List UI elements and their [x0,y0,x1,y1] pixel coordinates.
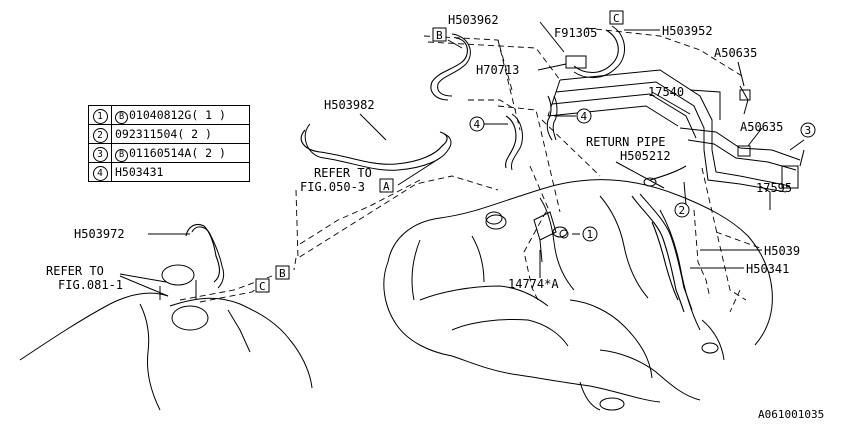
legend-quantity: ( 2 ) [177,127,212,141]
legend-part-number: 01040812G [129,107,192,122]
callout-box-b-left: B [275,265,290,280]
svg-text:B: B [279,267,286,280]
label-refer-081-line1: REFER TO [46,264,104,278]
legend-number: 1 [92,108,108,124]
callout-box-c-top: C [609,10,624,25]
legend-quantity: ( 2 ) [191,145,226,160]
hoses-drawing [185,25,693,313]
legend-number: 2 [92,127,108,143]
label-a50635-top: A50635 [714,46,757,60]
leader-lines [119,21,805,297]
callout-circle-1: 1 [582,226,598,242]
svg-text:2: 2 [679,204,686,217]
circle-callouts: 4 4 3 2 1 [469,108,816,242]
label-refer-050-line1: REFER TO [314,166,372,180]
callout-box-b-top: B [432,27,447,42]
bolt-icon: B [115,148,128,162]
bolt-icon: B [115,110,128,124]
callout-circle-2: 2 [674,202,690,218]
svg-text:4: 4 [581,110,588,123]
legend-row: 2 092311504( 2 ) [88,124,250,144]
label-14774a: 14774*A [508,277,559,291]
box-callouts: B C A B C [255,10,624,293]
svg-text:B: B [436,29,443,42]
label-17540: 17540 [648,85,684,99]
label-h505212: H505212 [620,149,671,163]
part-labels: H503962 F91305 H503952 H70713 A50635 175… [46,13,824,421]
svg-text:3: 3 [805,124,812,137]
svg-text:1: 1 [587,228,594,241]
callout-circle-4-left: 4 [469,116,485,132]
left-engine-drawing [19,264,313,411]
label-return-pipe: RETURN PIPE [586,135,665,149]
legend-quantity: ( 1 ) [191,107,226,122]
label-17595: 17595 [756,181,792,195]
callout-box-a: A [379,178,394,193]
svg-text:C: C [613,12,620,25]
label-h503982: H503982 [324,98,375,112]
legend-part-number: 01160514A [129,145,192,160]
diagram-code: A061001035 [758,408,824,421]
label-h50341: H50341 [746,262,789,276]
label-a50635-mid: A50635 [740,120,783,134]
callout-circle-3: 3 [800,122,816,138]
legend-row: 4 H503431 [88,162,250,182]
svg-text:C: C [259,280,266,293]
label-refer-081-line2: FIG.081-1 [58,278,123,292]
label-h70713: H70713 [476,63,519,77]
dashed-reference-lines [179,27,761,313]
callout-box-c-left: C [255,278,270,293]
label-h5039: H5039 [764,244,800,258]
label-h503962: H503962 [448,13,499,27]
label-h503972: H503972 [74,227,125,241]
legend-part-number: H503431 [115,165,164,179]
label-f91305: F91305 [554,26,597,40]
svg-text:4: 4 [474,118,481,131]
legend-number: 4 [92,165,108,181]
legend-part-number: 092311504 [115,127,178,141]
svg-text:A: A [383,180,390,193]
legend-number: 3 [92,146,108,162]
intake-manifold-drawing [383,179,773,411]
label-refer-050-line2: FIG.050-3 [300,180,365,194]
label-h503952: H503952 [662,24,713,38]
callout-circle-4-right: 4 [576,108,592,124]
